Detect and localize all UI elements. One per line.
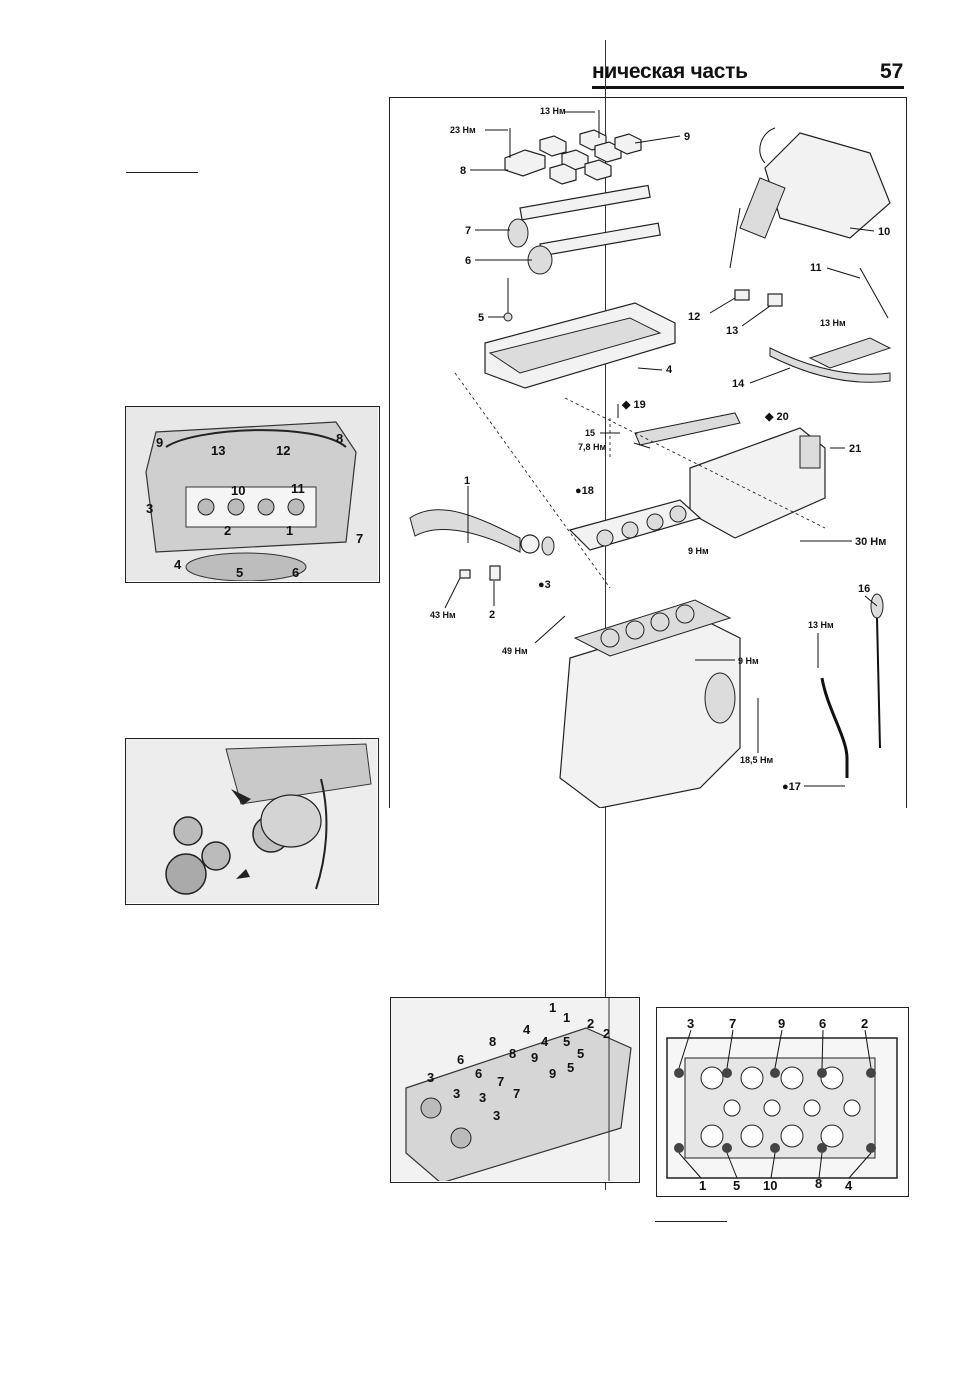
photo-label: 13 (211, 443, 225, 458)
cut-text-rule-left (126, 172, 198, 173)
engine-block-drawing (560, 600, 740, 808)
bolt-sequence-bottom: 4 (845, 1178, 853, 1193)
bolt-order-label: 3 (453, 1086, 460, 1101)
torque-label: 13 Нм (808, 620, 834, 630)
cylinder-head-drawing (485, 278, 675, 388)
bolt-order-label: 4 (523, 1022, 531, 1037)
head-bolts-illustration: 1 1 4 2 2 8 4 5 8 9 5 6 7 9 3 6 3 7 3 3 … (391, 998, 638, 1181)
part-callout: 15 (585, 428, 595, 438)
photo-label: 12 (276, 443, 290, 458)
bolt-order-label: 9 (531, 1050, 538, 1065)
bolt-order-label: 3 (427, 1070, 434, 1085)
bolt-sequence-bottom: 5 (733, 1178, 740, 1193)
bolt-order-label: 6 (457, 1052, 464, 1067)
bolt-sequence-top: 7 (729, 1016, 736, 1031)
photo-label: 11 (291, 481, 305, 496)
alternator-photo (125, 738, 379, 905)
bolt-order-label: 5 (567, 1060, 574, 1075)
bolt-order-label: 8 (489, 1034, 496, 1049)
bolt-order-label: 8 (509, 1046, 516, 1061)
alternator-illustration (126, 739, 377, 903)
engine-top-photo: 9 13 12 8 10 11 3 2 1 7 4 5 6 (125, 406, 380, 583)
camshafts-drawing (508, 185, 660, 274)
bolt-sequence-bottom: 1 (699, 1178, 706, 1193)
part-callout: 6 (465, 255, 471, 267)
part-callout: 4 (666, 364, 673, 376)
part-callout: 2 (489, 609, 495, 621)
bolt-order-label: 3 (479, 1090, 486, 1105)
part-callout: 10 (878, 226, 890, 238)
photo-label: 10 (231, 483, 245, 498)
photo-label: 9 (156, 435, 163, 450)
bolt-sequence-bottom: 8 (815, 1176, 822, 1191)
part-callout: 21 (849, 443, 861, 455)
hoses-drawing (735, 268, 890, 382)
bolt-order-label: 5 (563, 1034, 570, 1049)
part-callout: 14 (732, 378, 745, 390)
bolt-sequence-top: 6 (819, 1016, 826, 1031)
photo-label: 8 (336, 431, 343, 446)
part-callout: 5 (478, 312, 484, 324)
bolt-order-label: 7 (513, 1086, 520, 1101)
head-bolts-photo: 1 1 4 2 2 8 4 5 8 9 5 6 7 9 3 6 3 7 3 3 … (390, 997, 640, 1183)
photo-label: 6 (292, 565, 299, 580)
torque-label: 13 Нм (820, 318, 846, 328)
torque-label: 30 Нм (855, 536, 886, 548)
photo-label: 2 (224, 523, 231, 538)
bolt-order-label: 7 (497, 1074, 504, 1089)
cut-text-rule-bottom (655, 1221, 727, 1222)
camshaft-caps-drawing (505, 110, 641, 184)
bolt-order-label: 6 (475, 1066, 482, 1081)
page-header-title: ническая часть (592, 60, 748, 84)
photo-label: 7 (356, 531, 363, 546)
torque-label: 13 Нм (540, 106, 566, 116)
part-callout: ◆ 20 (764, 411, 789, 423)
part-callout: 1 (464, 475, 470, 487)
part-callout: 7 (465, 225, 471, 237)
water-hose-drawing (410, 510, 554, 580)
bolt-sequence-top: 9 (778, 1016, 785, 1031)
torque-label: 49 Нм (502, 646, 528, 656)
part-callout: 16 (858, 583, 870, 595)
bolt-sequence-top: 3 (687, 1016, 694, 1031)
torque-label: 7,8 Нм (578, 442, 607, 452)
torque-label: 18,5 Нм (740, 755, 774, 765)
torque-label: 43 Нм (430, 610, 456, 620)
page-number: 57 (880, 60, 903, 84)
bolt-order-label: 1 (549, 1000, 556, 1015)
engine-top-illustration: 9 13 12 8 10 11 3 2 1 7 4 5 6 (126, 407, 378, 581)
part-callout: 11 (810, 262, 822, 274)
photo-label: 3 (146, 501, 153, 516)
bolt-order-label: 2 (603, 1026, 610, 1041)
header-rule (592, 86, 904, 89)
photo-label: 4 (174, 557, 182, 572)
bolt-sequence-top: 2 (861, 1016, 868, 1031)
photo-label: 1 (286, 523, 293, 538)
photo-label: 5 (236, 565, 243, 580)
torque-label: 9 Нм (738, 656, 759, 666)
part-callout: ◆ 19 (621, 399, 646, 411)
bolt-order-label: 2 (587, 1016, 594, 1031)
bolt-order-label: 1 (563, 1010, 570, 1025)
torque-label: 9 Нм (688, 546, 709, 556)
head-gasket-drawing (570, 500, 700, 550)
bolt-order-label: 3 (493, 1108, 500, 1123)
exploded-engine-svg: 13 Нм 23 Нм 8 9 7 6 5 4 10 11 13 Нм 12 1… (390, 98, 906, 808)
part-callout: 12 (688, 311, 700, 323)
torque-label: 23 Нм (450, 125, 476, 135)
part-callout: ●17 (782, 781, 801, 793)
bolt-sequence-bottom: 10 (763, 1178, 777, 1193)
air-cleaner-drawing (730, 128, 890, 268)
bolt-order-label: 9 (549, 1066, 556, 1081)
bolt-order-label: 5 (577, 1046, 584, 1061)
exploded-engine-diagram: 13 Нм 23 Нм 8 9 7 6 5 4 10 11 13 Нм 12 1… (389, 97, 907, 808)
part-callout: 13 (726, 325, 738, 337)
head-bolt-order-diagram: 3 7 9 6 2 1 5 10 8 4 (656, 1007, 909, 1197)
part-callout: 9 (684, 131, 690, 143)
part-callout: ●18 (575, 485, 594, 497)
head-bolt-order-svg: 3 7 9 6 2 1 5 10 8 4 (657, 1008, 907, 1195)
part-callout: 8 (460, 165, 466, 177)
bolt-order-label: 4 (541, 1034, 549, 1049)
part-callout: ●3 (538, 579, 551, 591)
